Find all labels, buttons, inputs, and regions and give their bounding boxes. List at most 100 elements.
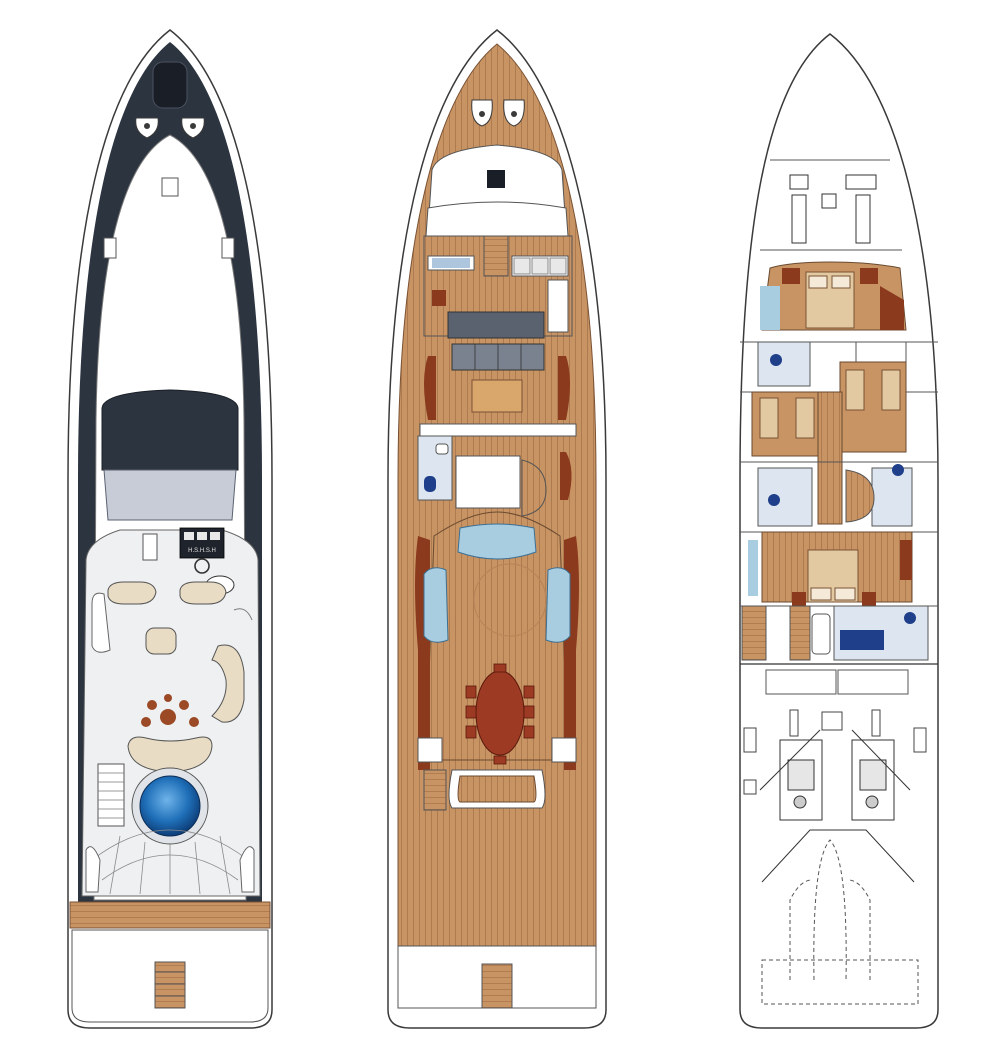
aft-lounge-left	[85, 846, 101, 893]
wheelhouse-window	[425, 201, 569, 237]
helm-console: H.S.H.S.H	[179, 527, 225, 559]
master-vanity	[840, 630, 884, 650]
head-fwd-right	[855, 341, 907, 363]
armchair	[145, 627, 177, 655]
salon-sofa-cushions	[474, 344, 522, 370]
lower-stern-platform	[761, 959, 919, 1005]
spiral-stair	[521, 459, 547, 517]
bow-nightstand-right	[860, 268, 878, 284]
aft-locker-right	[551, 737, 577, 763]
stair-forward	[483, 235, 509, 277]
lounge-sofa-fwd	[457, 523, 537, 560]
corridor	[817, 391, 843, 525]
windscreen	[103, 469, 237, 521]
anchor-locker	[487, 170, 505, 188]
swim-ladder-flybridge	[154, 961, 186, 1009]
bow-wardrobe-left	[760, 286, 780, 330]
flybridge-deck-plan: H.S.H.S.H	[67, 29, 273, 1029]
helm-panel-text: H.S.H.S.H	[188, 548, 216, 554]
windlass-right	[845, 174, 877, 244]
twin-bed-left-b	[795, 397, 815, 439]
master-window-left	[748, 540, 758, 596]
upper-console	[427, 255, 569, 277]
engine-port	[759, 729, 823, 821]
deck-vent-right	[221, 237, 235, 259]
stool-cluster	[141, 694, 199, 727]
bow-bed-pillow-left	[808, 275, 828, 289]
galley-counter	[432, 290, 446, 306]
wet-bar	[142, 533, 158, 561]
salon-partition	[419, 423, 577, 437]
sunbed-left	[107, 581, 157, 605]
salon-rust-right	[558, 356, 570, 420]
bow-hatch	[152, 61, 188, 109]
bow-bed-pillow-right	[831, 275, 851, 289]
master-pillow-left	[810, 587, 832, 601]
side-steps-left	[423, 769, 447, 811]
rust-bulkhead-right	[560, 452, 572, 500]
tender-garage-dashed	[789, 839, 871, 981]
master-wardrobe-left	[741, 605, 767, 661]
dining-chairs	[465, 663, 535, 765]
curved-sofa	[211, 644, 245, 723]
toilet-fwd-left-icon	[770, 354, 782, 366]
pantry	[455, 455, 521, 509]
lower-deck-plan	[739, 33, 939, 1029]
lounge-sofa-left	[423, 567, 449, 643]
swim-ladder-main	[481, 963, 513, 1009]
helm-wheel-icon	[194, 558, 210, 574]
lower-hull-outline	[739, 33, 939, 1029]
twin-bed-right-b	[881, 369, 901, 411]
salon-bench	[447, 311, 545, 339]
master-nightstand-right	[862, 592, 876, 606]
master-wardrobe-mid	[789, 605, 811, 661]
aft-locker-left	[417, 737, 443, 763]
toilet-mid-left-icon	[768, 494, 780, 506]
side-lounger	[233, 608, 253, 621]
sink-icon	[435, 443, 449, 455]
chain-locker	[821, 193, 837, 209]
deck-vent-left	[103, 237, 117, 259]
master-desk-right	[900, 540, 912, 580]
jacuzzi-pool	[139, 775, 201, 837]
engine-starboard	[851, 729, 911, 821]
flybridge-teak-strip	[69, 901, 271, 929]
toilet-icon	[424, 476, 436, 492]
bow-wardrobe-right	[880, 286, 904, 330]
master-nightstand-left	[792, 592, 806, 606]
lower-spiral-stair	[845, 469, 875, 523]
dining-table	[475, 670, 525, 756]
bow-cleat-left	[135, 117, 159, 139]
hardtop-arch	[101, 389, 239, 471]
bow-cleat-main-left	[471, 99, 493, 127]
salon-rust-left	[424, 356, 436, 420]
galley-unit	[547, 279, 569, 333]
bow-cleat-main-right	[503, 99, 525, 127]
deck-hatch	[161, 177, 179, 197]
stairs-treads-aft	[98, 772, 124, 819]
twin-bed-right-a	[845, 369, 865, 411]
master-pillow-right	[834, 587, 856, 601]
head-fwd-left	[757, 341, 811, 387]
tank-fwd-right	[837, 669, 909, 695]
stairs-aft	[97, 763, 125, 827]
bow-nightstand-left	[782, 268, 800, 284]
aft-bench-inner	[457, 775, 537, 803]
aft-lounge-right	[239, 846, 255, 893]
salon-coffee-table	[471, 379, 523, 413]
jacuzzi-radial-seating	[91, 829, 249, 895]
twin-bed-left-a	[759, 397, 779, 439]
master-bathtub	[811, 613, 831, 655]
tender-garage-outline	[761, 829, 915, 883]
companion-stairs-outline	[91, 592, 111, 653]
master-toilet-icon	[904, 612, 916, 624]
head-mid-left	[757, 467, 813, 527]
lounge-sofa-right	[545, 567, 571, 643]
windlass-left	[789, 174, 809, 244]
head-mid-right	[871, 467, 913, 527]
toilet-mid-right-icon	[892, 464, 904, 476]
engine-room-equipment	[743, 709, 927, 795]
bow-cleat-right	[181, 117, 205, 139]
